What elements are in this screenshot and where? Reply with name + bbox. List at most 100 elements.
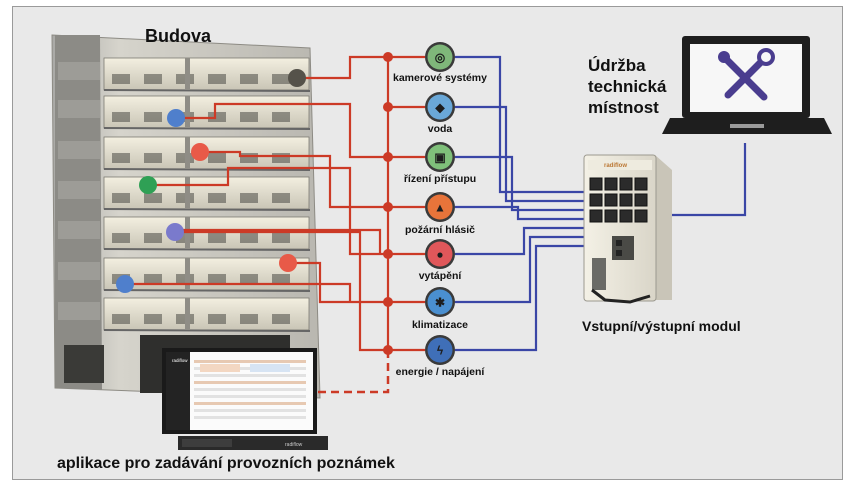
- app-link: [312, 350, 390, 394]
- application-workstation: radiflow radiflow: [162, 348, 328, 450]
- blue-connection: [455, 226, 584, 256]
- floor-slab: [103, 168, 311, 171]
- blue-connection: [455, 105, 584, 203]
- bus-junction: [383, 297, 393, 307]
- column: [185, 96, 190, 128]
- blue-connection: [455, 205, 584, 221]
- ethernet-port: [619, 177, 633, 191]
- office-furniture: [240, 274, 258, 284]
- service-label-access: řízení přístupu: [403, 173, 477, 185]
- service-label-heating: vytápění: [418, 270, 462, 282]
- red-connection: [175, 230, 388, 352]
- maintenance-line-1: Údržba: [588, 56, 646, 75]
- office-furniture: [208, 233, 226, 243]
- office-furniture: [240, 74, 258, 84]
- blue-connection: [455, 155, 584, 212]
- module-connections: [455, 55, 584, 352]
- red-connection: [176, 102, 388, 159]
- maintenance-link: [672, 143, 747, 217]
- office-furniture: [240, 314, 258, 324]
- lightning-icon: ϟ: [425, 335, 455, 365]
- water-drop-icon: ◆: [425, 92, 455, 122]
- screen-row: [194, 388, 306, 391]
- bus-junction: [383, 202, 393, 212]
- tools-icon: [718, 48, 775, 101]
- office-furniture: [112, 314, 130, 324]
- office-furniture: [272, 153, 290, 163]
- laptop: [662, 36, 832, 134]
- red-connection: [148, 166, 388, 256]
- icon-face: [427, 144, 453, 170]
- sensor-dot: [288, 69, 306, 87]
- module-brand: radiflow: [604, 163, 627, 169]
- screen-row: [194, 360, 306, 363]
- thermometer-icon: ●: [425, 239, 455, 269]
- column: [185, 258, 190, 290]
- floor-slab: [103, 208, 311, 211]
- svg-text:radiflow: radiflow: [285, 442, 303, 448]
- maintenance-title: Údržba technická místnost: [588, 55, 666, 118]
- ethernet-port: [634, 209, 648, 223]
- application-label: aplikace pro zadávání provozních poznáme…: [57, 455, 395, 472]
- icon-glyph: ▣: [434, 151, 445, 165]
- office-furniture: [208, 314, 226, 324]
- building: [51, 34, 321, 399]
- blue-connection: [455, 55, 584, 194]
- snowflake-icon: ✱: [425, 287, 455, 317]
- sensor-dot: [166, 223, 184, 241]
- ethernet-port: [619, 209, 633, 223]
- office-furniture: [240, 193, 258, 203]
- icon-face: [427, 289, 453, 315]
- building-connections: [125, 55, 425, 352]
- red-connection: [297, 55, 388, 80]
- ethernet-port: [604, 193, 618, 207]
- office-furniture: [144, 193, 162, 203]
- blue-connection: [455, 235, 584, 304]
- icon-glyph: ✱: [435, 296, 445, 310]
- icon-face: [427, 44, 453, 70]
- office-furniture: [112, 74, 130, 84]
- column: [185, 298, 190, 330]
- screen-row: [194, 402, 306, 405]
- camera-icon: ◎: [425, 42, 455, 72]
- io-module-label: Vstupní/výstupní modul: [582, 318, 741, 334]
- office-furniture: [208, 112, 226, 122]
- bus-junction: [383, 52, 393, 62]
- column: [185, 177, 190, 209]
- office-furniture: [272, 193, 290, 203]
- service-label-water: voda: [427, 123, 453, 135]
- icon-glyph: ◆: [434, 101, 445, 115]
- ethernet-port: [634, 193, 648, 207]
- office-furniture: [144, 314, 162, 324]
- icon-glyph: ◎: [435, 51, 446, 65]
- office-furniture: [144, 112, 162, 122]
- maintenance-line-2: technická: [588, 77, 667, 96]
- icon-glyph: ϟ: [437, 344, 444, 358]
- red-connection: [288, 261, 388, 304]
- office-furniture: [240, 233, 258, 243]
- floor-slab: [103, 289, 311, 292]
- ethernet-port: [619, 193, 633, 207]
- bus-junction: [383, 249, 393, 259]
- ethernet-port: [589, 177, 603, 191]
- screen-panel: [200, 364, 240, 372]
- sensor-dot: [116, 275, 134, 293]
- service-label-fire: požární hlásič: [404, 224, 476, 236]
- icon-glyph: ●: [436, 248, 443, 262]
- icon-glyph: ▲: [434, 201, 446, 215]
- io-module: radiflow: [583, 154, 672, 304]
- service-label-camera: kamerové systémy: [393, 72, 487, 84]
- floor-slab: [103, 89, 311, 92]
- office-furniture: [144, 153, 162, 163]
- screen-row: [194, 409, 306, 412]
- stair-landing: [58, 62, 100, 80]
- maintenance-line-3: místnost: [588, 98, 659, 117]
- office-furniture: [208, 74, 226, 84]
- office-furniture: [272, 274, 290, 284]
- office-furniture: [144, 233, 162, 243]
- screen-row: [194, 374, 306, 377]
- sensor-dots: [116, 69, 306, 293]
- service-label-power: energie / napájení: [395, 366, 485, 378]
- ethernet-port: [604, 177, 618, 191]
- office-furniture: [112, 153, 130, 163]
